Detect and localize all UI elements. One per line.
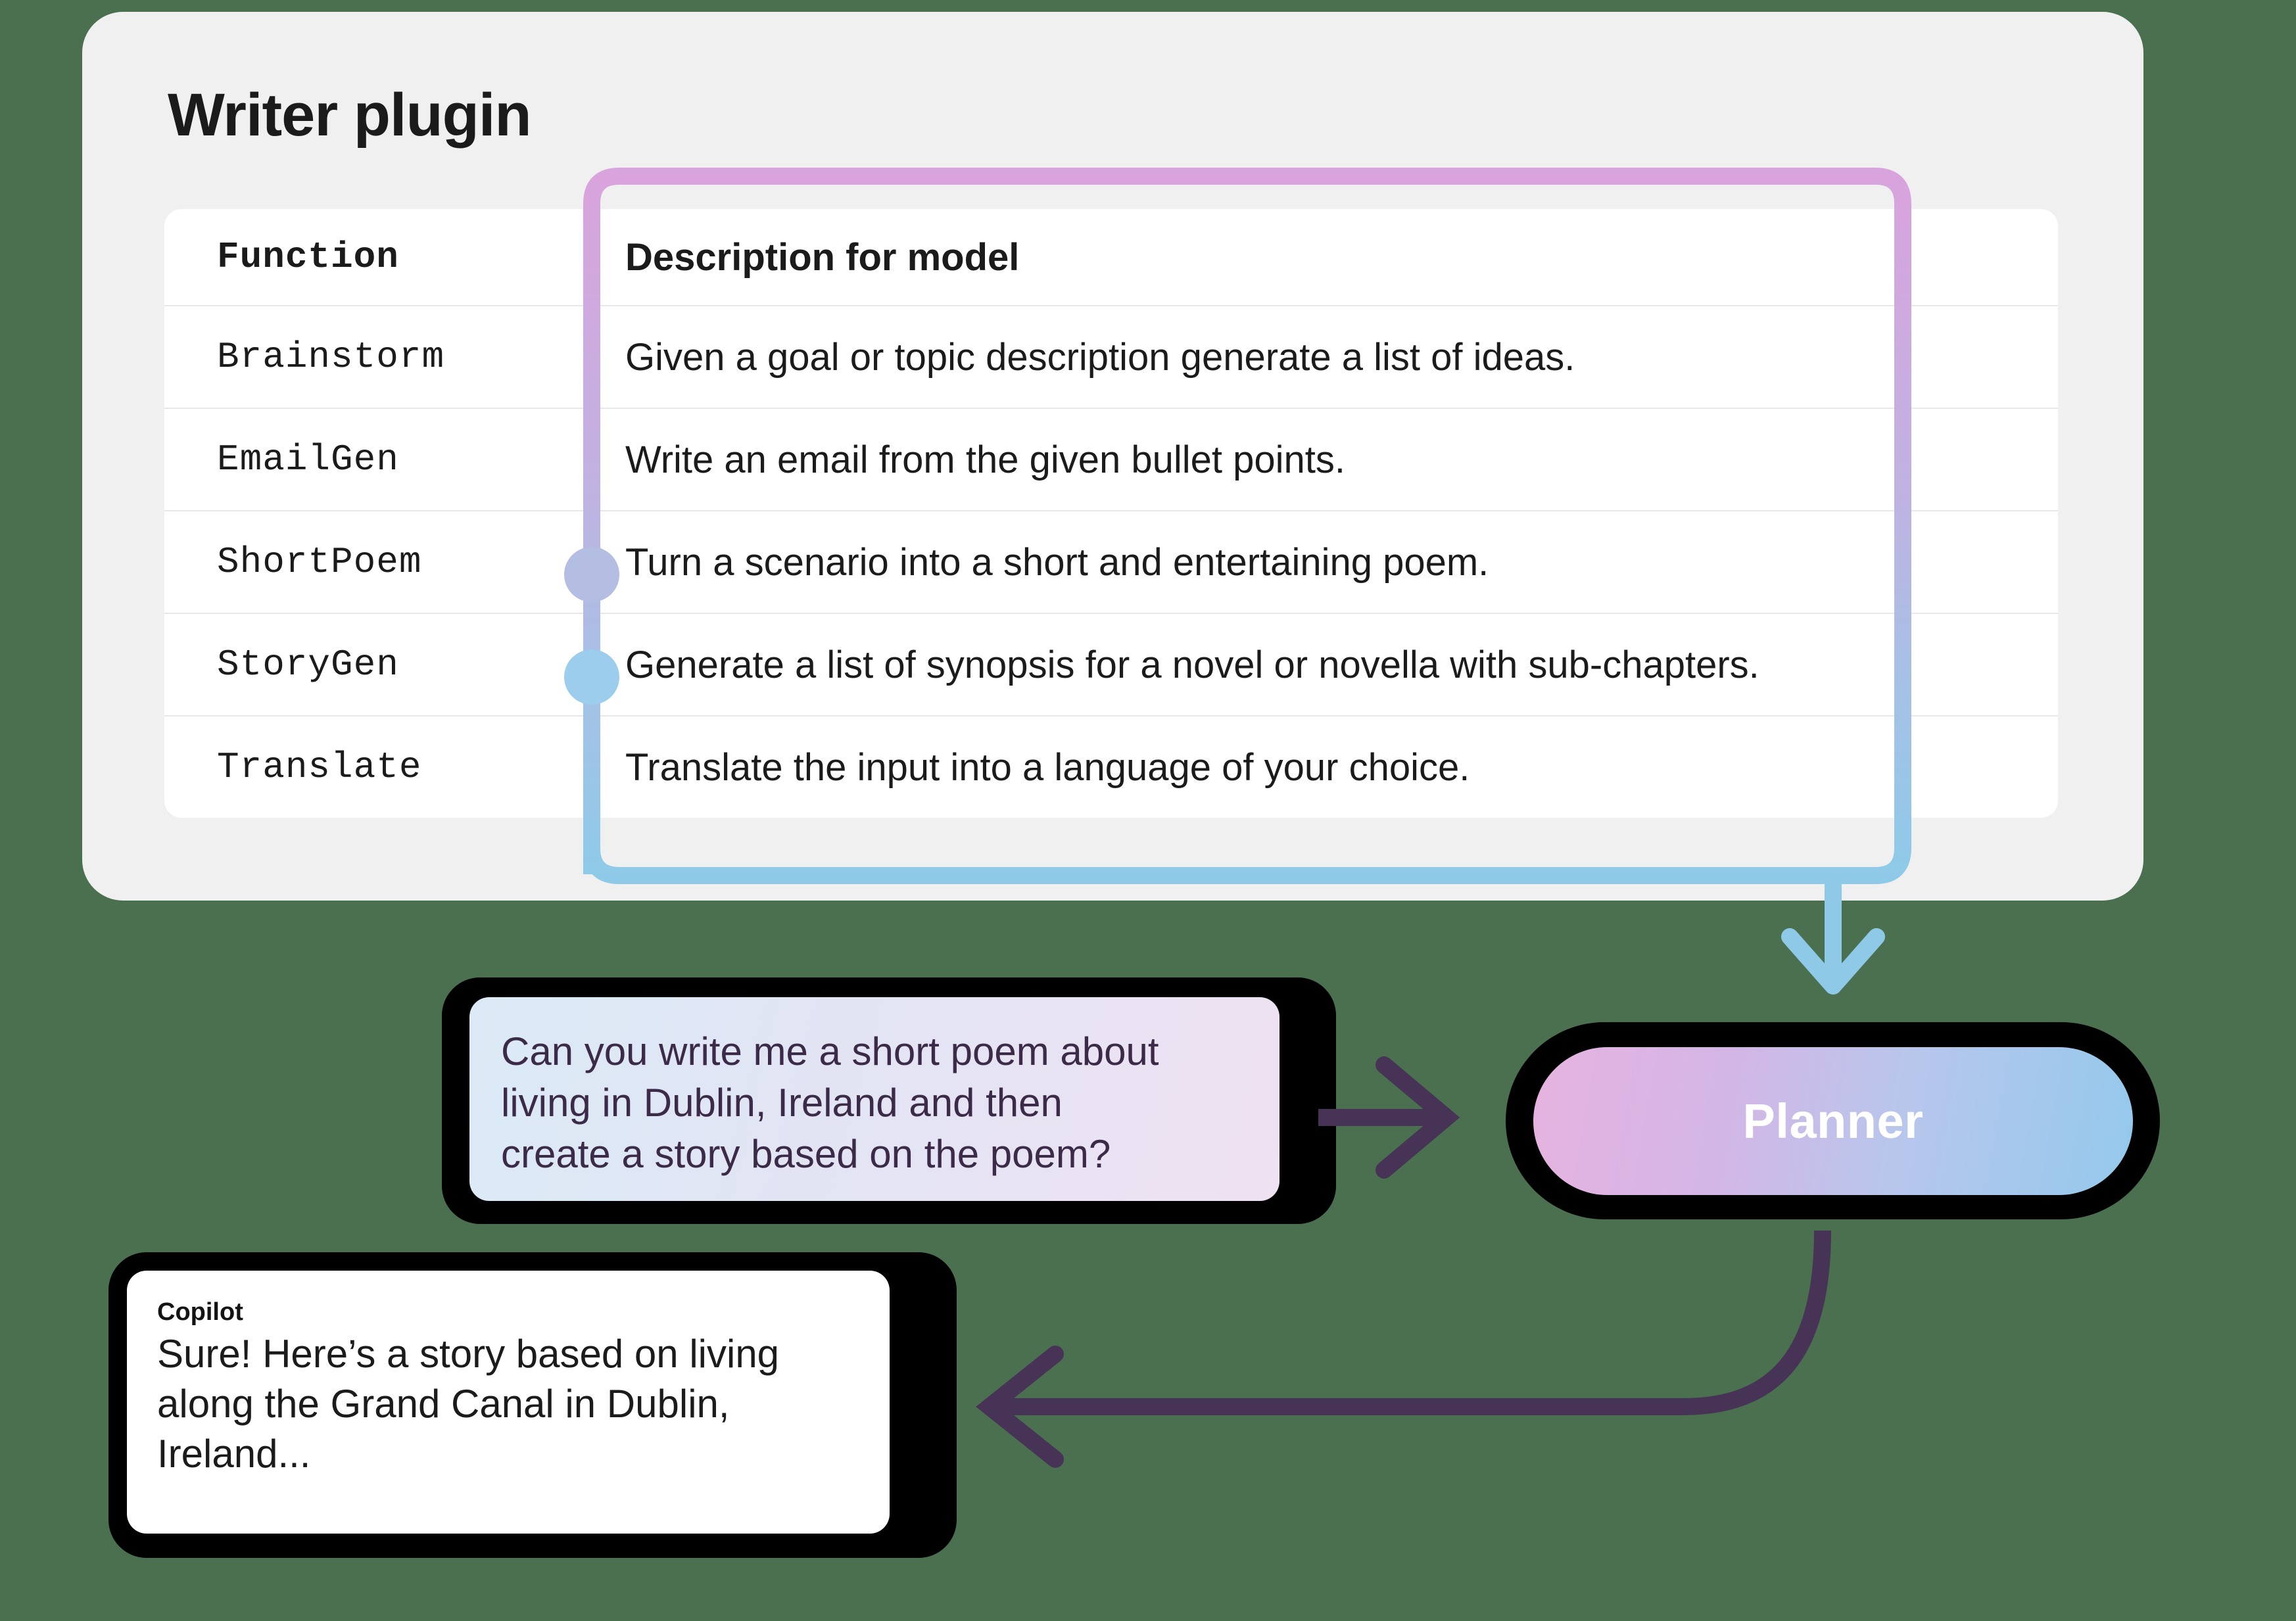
response-arrow bbox=[976, 1230, 1831, 1468]
copilot-message-bubble: Copilot Sure! Here’s a story based on li… bbox=[108, 1252, 957, 1558]
table-header-row: Function Description for model bbox=[164, 209, 2058, 306]
table-row[interactable]: Brainstorm Given a goal or topic descrip… bbox=[164, 306, 2058, 409]
function-description: Generate a list of synopsis for a novel … bbox=[625, 643, 1759, 686]
planner-node[interactable]: Planner bbox=[1506, 1022, 2160, 1219]
user-message-bubble: Can you write me a short poem about livi… bbox=[442, 977, 1336, 1224]
function-description: Given a goal or topic description genera… bbox=[625, 335, 1575, 379]
writer-plugin-card: Writer plugin Function Description for m… bbox=[82, 12, 2143, 901]
function-description: Write an email from the given bullet poi… bbox=[625, 438, 1346, 481]
table-row[interactable]: Translate Translate the input into a lan… bbox=[164, 717, 2058, 818]
functions-table: Function Description for model Brainstor… bbox=[164, 209, 2058, 818]
copilot-bubble-body: Copilot Sure! Here’s a story based on li… bbox=[127, 1271, 890, 1534]
page-title: Writer plugin bbox=[168, 82, 532, 149]
request-arrow bbox=[1318, 1056, 1460, 1179]
table-row[interactable]: EmailGen Write an email from the given b… bbox=[164, 409, 2058, 511]
function-name: EmailGen bbox=[217, 438, 399, 481]
function-name: StoryGen bbox=[217, 644, 399, 686]
function-name: ShortPoem bbox=[217, 541, 422, 583]
function-description: Translate the input into a language of y… bbox=[625, 745, 1470, 789]
function-description: Turn a scenario into a short and enterta… bbox=[625, 540, 1489, 584]
table-row[interactable]: StoryGen Generate a list of synopsis for… bbox=[164, 614, 2058, 717]
connector-arrowhead-icon bbox=[1781, 928, 1885, 995]
function-name: Brainstorm bbox=[217, 336, 445, 378]
user-bubble-body: Can you write me a short poem about livi… bbox=[469, 997, 1280, 1201]
request-arrowhead-icon bbox=[1375, 1056, 1460, 1179]
column-header-description: Description for model bbox=[625, 235, 1020, 279]
copilot-message-text: Sure! Here’s a story based on living alo… bbox=[157, 1332, 780, 1476]
response-arrowhead-icon bbox=[976, 1346, 1064, 1468]
planner-label: Planner bbox=[1742, 1094, 1924, 1148]
user-message-text: Can you write me a short poem about livi… bbox=[501, 1029, 1159, 1176]
planner-pill[interactable]: Planner bbox=[1533, 1047, 2133, 1195]
copilot-sender-label: Copilot bbox=[157, 1298, 243, 1326]
column-header-function: Function bbox=[217, 236, 399, 278]
table-row[interactable]: ShortPoem Turn a scenario into a short a… bbox=[164, 511, 2058, 614]
function-name: Translate bbox=[217, 746, 422, 788]
